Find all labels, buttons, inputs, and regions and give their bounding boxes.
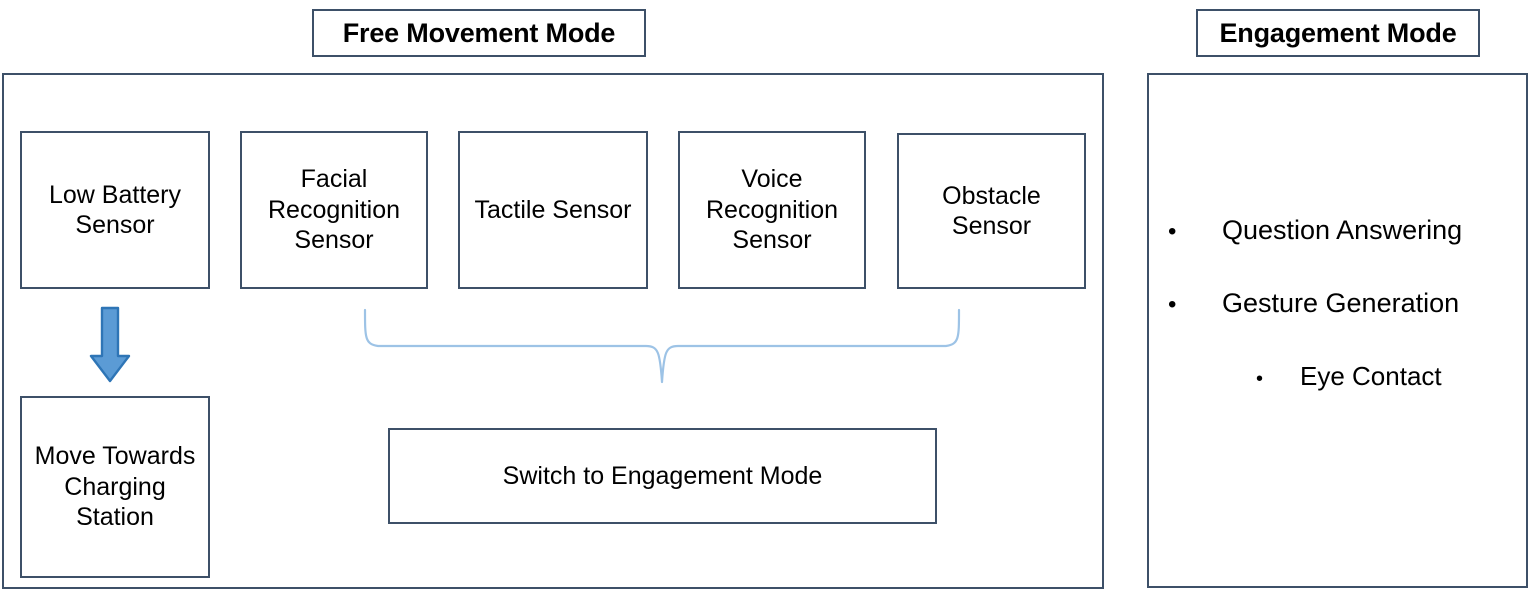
list-item-label: Eye Contact — [1300, 361, 1442, 391]
engagement-mode-list: • Question Answering • Gesture Generatio… — [1160, 215, 1518, 450]
sensor-box-obstacle: Obstacle Sensor — [897, 133, 1086, 289]
bullet-icon: • — [1256, 368, 1264, 390]
list-item-eye-contact: • Eye Contact — [1160, 361, 1518, 392]
engagement-mode-panel — [1147, 73, 1528, 588]
sensor-box-voice-recognition: Voice Recognition Sensor — [678, 131, 866, 289]
sensor-box-facial-recognition: Facial Recognition Sensor — [240, 131, 428, 289]
curly-brace-icon — [363, 308, 961, 384]
down-arrow-icon — [89, 306, 131, 383]
sensor-box-low-battery: Low Battery Sensor — [20, 131, 210, 289]
bullet-icon: • — [1168, 218, 1177, 245]
bullet-icon: • — [1168, 291, 1177, 318]
engagement-mode-title: Engagement Mode — [1196, 9, 1480, 57]
list-item-label: Gesture Generation — [1222, 288, 1460, 318]
action-box-switch-to-engagement-mode: Switch to Engagement Mode — [388, 428, 937, 524]
sensor-box-tactile: Tactile Sensor — [458, 131, 648, 289]
list-item-question-answering: • Question Answering — [1160, 215, 1518, 246]
list-item-label: Question Answering — [1222, 215, 1463, 245]
list-item-gesture-generation: • Gesture Generation — [1160, 288, 1518, 319]
free-movement-mode-title: Free Movement Mode — [312, 9, 646, 57]
action-box-move-towards-charging-station: Move Towards Charging Station — [20, 396, 210, 578]
